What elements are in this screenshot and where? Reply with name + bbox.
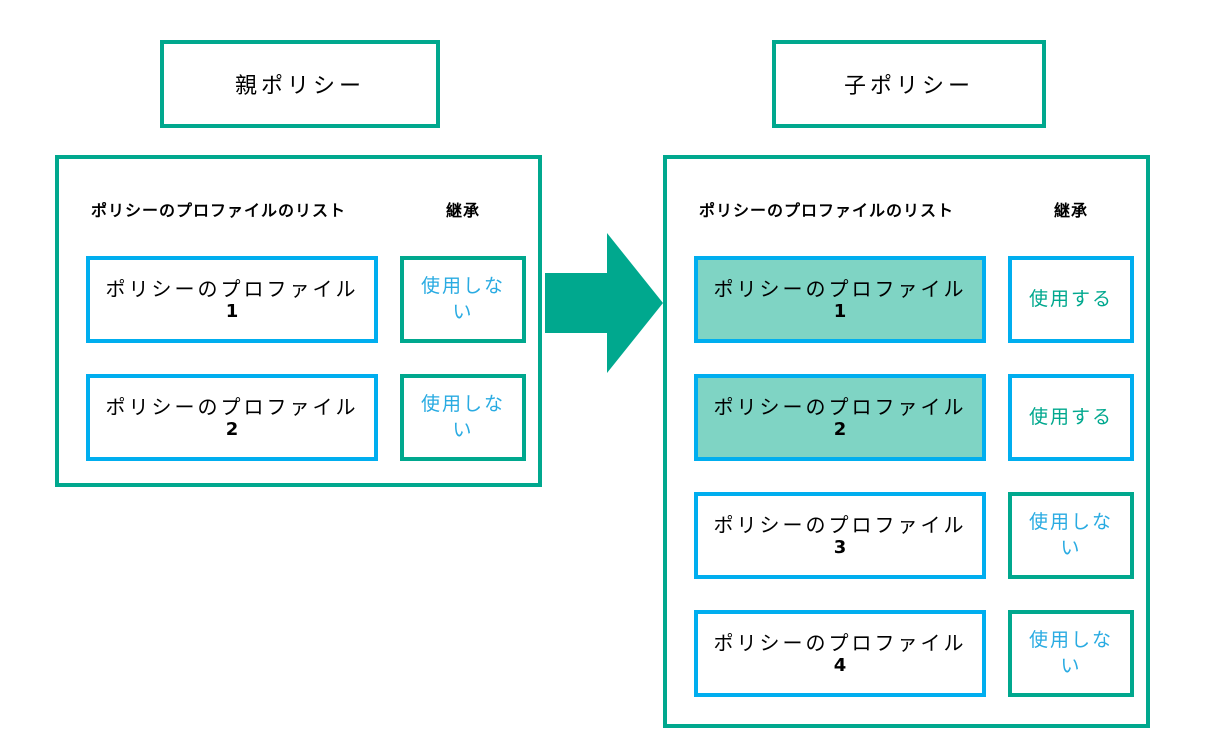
inheritance-status-box: 使用する	[1008, 374, 1134, 461]
inheritance-status-label: 使用しない	[1028, 628, 1113, 677]
policy-profile-number: 3	[833, 536, 847, 558]
child-profile-list-header: ポリシーのプロファイルのリスト	[699, 201, 955, 220]
parent-inheritance-header: 継承	[445, 201, 480, 220]
inheritance-status-label: 使用しない	[420, 392, 505, 441]
policy-profile-number: 2	[833, 418, 847, 440]
parent-policy-container: ポリシーのプロファイルのリスト 継承 ポリシーのプロファイル 1 使用しない ポ…	[55, 155, 542, 487]
child-policy-title-box: 子ポリシー	[772, 40, 1046, 128]
policy-profile-number: 1	[833, 300, 847, 322]
inheritance-status-label: 使用する	[1028, 405, 1113, 428]
parent-policy-title: 親ポリシー	[234, 74, 365, 99]
parent-profile-list-header: ポリシーのプロファイルのリスト	[91, 201, 347, 220]
policy-profile-row: ポリシーのプロファイル 2 使用しない	[86, 374, 526, 461]
policy-profile-row: ポリシーのプロファイル 1 使用する	[694, 256, 1134, 343]
inheritance-status-label: 使用しない	[420, 274, 505, 323]
policy-profile-box: ポリシーのプロファイル 3	[694, 492, 986, 579]
child-policy-title: 子ポリシー	[843, 74, 974, 99]
policy-profile-label: ポリシーのプロファイル	[713, 630, 967, 655]
policy-profile-box: ポリシーのプロファイル 1	[86, 256, 378, 343]
policy-profile-number: 4	[833, 654, 847, 676]
policy-profile-box: ポリシーのプロファイル 2	[694, 374, 986, 461]
policy-profile-label: ポリシーのプロファイル	[713, 276, 967, 301]
policy-profile-number: 1	[225, 300, 239, 322]
policy-profile-row: ポリシーのプロファイル 1 使用しない	[86, 256, 526, 343]
inheritance-status-label: 使用する	[1028, 287, 1113, 310]
inheritance-arrow-icon	[545, 233, 663, 373]
policy-profile-label: ポリシーのプロファイル	[105, 394, 359, 419]
policy-profile-row: ポリシーのプロファイル 2 使用する	[694, 374, 1134, 461]
inheritance-status-label: 使用しない	[1028, 510, 1113, 559]
inheritance-status-box: 使用しない	[1008, 610, 1134, 697]
inheritance-status-box: 使用しない	[1008, 492, 1134, 579]
child-profile-rows: ポリシーのプロファイル 1 使用する ポリシーのプロファイル 2 使用する ポリ…	[694, 256, 1134, 697]
policy-profile-box: ポリシーのプロファイル 4	[694, 610, 986, 697]
child-inheritance-header: 継承	[1053, 201, 1088, 220]
policy-profile-number: 2	[225, 418, 239, 440]
inheritance-status-box: 使用しない	[400, 374, 526, 461]
child-policy-container: ポリシーのプロファイルのリスト 継承 ポリシーのプロファイル 1 使用する ポリ…	[663, 155, 1150, 728]
inheritance-status-box: 使用する	[1008, 256, 1134, 343]
policy-profile-label: ポリシーのプロファイル	[713, 512, 967, 537]
inheritance-status-box: 使用しない	[400, 256, 526, 343]
parent-policy-title-box: 親ポリシー	[160, 40, 440, 128]
policy-profile-row: ポリシーのプロファイル 4 使用しない	[694, 610, 1134, 697]
policy-profile-label: ポリシーのプロファイル	[713, 394, 967, 419]
policy-profile-box: ポリシーのプロファイル 2	[86, 374, 378, 461]
parent-profile-rows: ポリシーのプロファイル 1 使用しない ポリシーのプロファイル 2 使用しない	[86, 256, 526, 461]
policy-profile-label: ポリシーのプロファイル	[105, 276, 359, 301]
policy-profile-row: ポリシーのプロファイル 3 使用しない	[694, 492, 1134, 579]
policy-profile-box: ポリシーのプロファイル 1	[694, 256, 986, 343]
